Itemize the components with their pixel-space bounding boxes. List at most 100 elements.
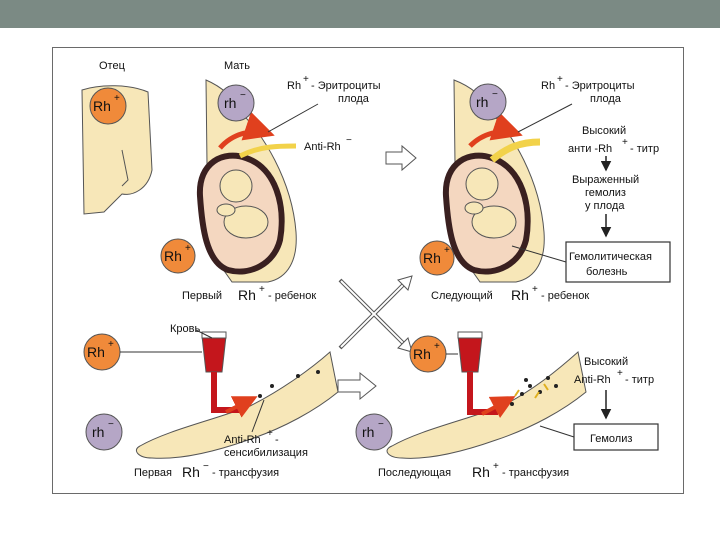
- mother-rh-sign-2: −: [492, 89, 498, 100]
- recipient-rh-label-2: rh: [362, 424, 374, 440]
- antibody-flow-arrow-2: [489, 138, 541, 163]
- disease-2: болезнь: [586, 266, 628, 278]
- high-titer-b2-sign: +: [617, 368, 623, 379]
- next-child-caption-b: - ребенок: [541, 290, 589, 302]
- high-titer-2b: - титр: [630, 143, 659, 155]
- erythro-text: - Эритроциты: [311, 80, 381, 92]
- recipient-rh-sign: −: [108, 419, 114, 430]
- next-transfusion-caption-a: Последующая: [378, 467, 451, 479]
- blood-pointer: [195, 329, 213, 339]
- hemolysis-1: Выраженный: [572, 174, 639, 186]
- baby-rh-positive-circle-2: [419, 240, 455, 276]
- fetus: [216, 169, 269, 239]
- next-pregnancy-arrow: [385, 144, 417, 172]
- first-child-caption-b: - ребенок: [268, 290, 316, 302]
- baby-rh-sign: +: [185, 243, 191, 254]
- erythrocyte-flow-arrow: [218, 111, 275, 150]
- sensitization-pointer: [251, 399, 265, 433]
- high-titer-1: Высокий: [582, 125, 626, 137]
- erythro-text2: плода: [338, 93, 370, 105]
- high-titer-2-sign: +: [622, 137, 628, 148]
- next-transfusion-caption-rh: Rh: [472, 464, 490, 480]
- father-label: Отец: [99, 60, 126, 72]
- sensitization-2: сенсибилизация: [224, 447, 308, 459]
- erythro-pointer-2: [517, 103, 573, 133]
- high-titer-b2a: Anti-Rh: [574, 374, 611, 386]
- disease-pointer: [511, 245, 567, 263]
- anti-rh-text: Anti-Rh: [304, 141, 341, 153]
- donor-rh-sign: +: [108, 339, 114, 350]
- erythro-rh: Rh: [287, 80, 301, 92]
- erythro-rh-2: Rh: [541, 80, 555, 92]
- mother-rh-negative-circle-2: [469, 83, 507, 121]
- high-titer-2a: анти -Rh: [568, 143, 612, 155]
- baby-rh-label: Rh: [164, 248, 182, 264]
- donor-rh-label: Rh: [87, 344, 105, 360]
- panel-first-pregnancy: Rh + rh − Rh + Отец Мать Rh + - Эритроци…: [81, 60, 381, 303]
- next-child-caption-a: Следующий: [431, 290, 493, 302]
- baby-rh-positive-circle: [160, 238, 196, 274]
- hemolysis-2: гемолиз: [585, 187, 626, 199]
- next-transfusion-caption-sign: +: [493, 461, 499, 472]
- hemolysis-pointer: [539, 425, 575, 438]
- anti-rh-sign: −: [346, 135, 352, 146]
- recipient-rh-sign-2: −: [378, 419, 384, 430]
- panel-first-transfusion: Rh + rh − Кровь Anti-Rh + - сенсибилизац…: [83, 323, 339, 480]
- high-titer-b1: Высокий: [584, 356, 628, 368]
- next-child-caption-rh: Rh: [511, 287, 529, 303]
- mother-rh-negative-circle: [217, 84, 255, 122]
- father-rh-positive-circle: [89, 87, 127, 125]
- antibody-dots-2: [510, 376, 558, 406]
- baby-rh-sign-2: +: [444, 245, 450, 256]
- first-child-caption-sign: +: [259, 284, 265, 295]
- first-child-caption-a: Первый: [182, 290, 222, 302]
- first-transfusion-caption-a: Первая: [134, 467, 172, 479]
- mother-rh-label-2: rh: [476, 94, 488, 110]
- mother-rh-sign: −: [240, 90, 246, 101]
- blood-bag-2: [457, 335, 483, 373]
- fetus-2: [464, 167, 517, 239]
- erythro-pointer: [267, 103, 319, 133]
- next-transfusion-arrow: [337, 371, 377, 401]
- hemolytic-disease-box: [565, 241, 671, 283]
- first-transfusion-caption-rh: Rh: [182, 464, 200, 480]
- blood-bag: [201, 335, 227, 373]
- sensitization-1: Anti-Rh: [224, 434, 261, 446]
- erythro-sign-2: +: [557, 74, 563, 85]
- disease-1: Гемолитическая: [569, 251, 652, 263]
- erythrocyte-flow-arrow-2: [468, 111, 523, 148]
- mother-rh-label: rh: [224, 95, 236, 111]
- hemolysis-box: [573, 423, 659, 451]
- blood-label: Кровь: [170, 323, 200, 335]
- next-transfusion-caption-b: - трансфузия: [502, 467, 569, 479]
- top-bar: [0, 0, 720, 28]
- hemolysis-result: Гемолиз: [590, 433, 632, 445]
- antibody-ticks-2: [514, 383, 549, 399]
- father-rh-sign: +: [114, 93, 120, 104]
- first-transfusion-caption-sign: −: [203, 461, 209, 472]
- sensitization-1-sign: +: [267, 428, 273, 439]
- high-titer-b2b: - титр: [625, 374, 654, 386]
- recipient-rh-negative-circle-2: [355, 413, 393, 451]
- mother-label: Мать: [224, 60, 250, 72]
- cross-arrows-inner: [340, 280, 408, 348]
- antibody-dots: [258, 370, 320, 398]
- recipient-rh-label: rh: [92, 424, 104, 440]
- father-rh-label: Rh: [93, 98, 111, 114]
- baby-rh-label-2: Rh: [423, 250, 441, 266]
- first-transfusion-caption-b: - трансфузия: [212, 467, 279, 479]
- antibody-flow-arrow: [238, 143, 297, 159]
- donor-rh-label-2: Rh: [413, 346, 431, 362]
- sensitization-1-dash: -: [275, 434, 279, 446]
- first-child-caption-rh: Rh: [238, 287, 256, 303]
- next-child-caption-sign: +: [532, 284, 538, 295]
- erythro-sign: +: [303, 74, 309, 85]
- erythro-text2-2: плода: [590, 93, 622, 105]
- panel-subsequent-transfusion: Rh + rh − Высокий Anti-Rh + - титр Гемол…: [355, 331, 659, 480]
- erythro-text-2: - Эритроциты: [565, 80, 635, 92]
- recipient-rh-negative-circle: [85, 413, 123, 451]
- hemolysis-3: у плода: [585, 200, 625, 212]
- donor-rh-sign-2: +: [434, 341, 440, 352]
- panel-subsequent-pregnancy: rh − Rh + Rh + - Эритроциты плода Высоки…: [419, 74, 671, 303]
